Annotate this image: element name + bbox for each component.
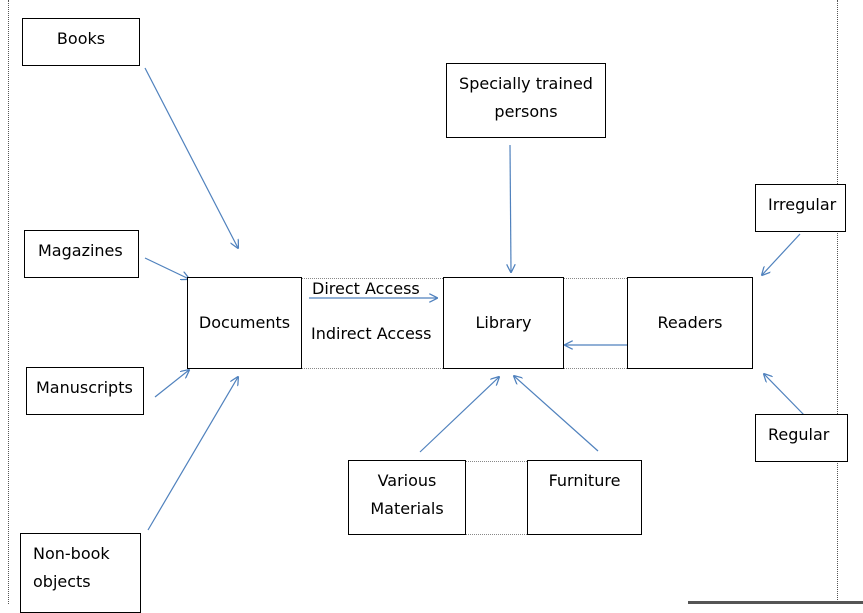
readers-label: Readers — [657, 313, 723, 332]
specially-trained-line2: persons — [494, 102, 558, 121]
connector-dotted — [563, 368, 627, 369]
connector-dotted — [301, 278, 443, 279]
page-margin-right — [837, 0, 838, 604]
arrow-magazines-documents — [144, 257, 189, 279]
magazines-label: Magazines — [38, 241, 123, 260]
connector-dotted — [465, 461, 527, 462]
nonbook-label-line1: Non-book — [33, 544, 110, 563]
arrow-nonbook-documents — [147, 377, 238, 531]
nonbook-label-line2: objects — [33, 572, 91, 591]
arrow-trained-library — [510, 144, 511, 272]
library-label: Library — [475, 313, 532, 332]
books-label: Books — [56, 29, 106, 48]
page-margin-left — [8, 0, 9, 604]
various-materials-line1: Various — [377, 471, 437, 490]
direct-access-label: Direct Access — [312, 279, 420, 298]
manuscripts-box: Manuscripts — [26, 367, 144, 415]
connector-dotted — [563, 278, 627, 279]
documents-box: Documents — [187, 277, 302, 369]
furniture-label: Furniture — [548, 471, 621, 490]
arrow-irregular-readers — [762, 233, 801, 275]
various-materials-line2: Materials — [370, 499, 444, 518]
connector-dotted — [465, 534, 527, 535]
regular-box: Regular — [755, 414, 848, 462]
irregular-box: Irregular — [755, 184, 846, 232]
specially-trained-box: Specially trained persons — [446, 63, 606, 138]
specially-trained-line1: Specially trained — [459, 74, 593, 93]
arrow-furniture-library — [514, 376, 599, 452]
connector-dotted — [301, 368, 443, 369]
nonbook-box: Non-book objects — [20, 533, 141, 613]
irregular-label: Irregular — [768, 195, 837, 214]
furniture-box: Furniture — [527, 460, 642, 535]
documents-label: Documents — [198, 313, 291, 332]
arrow-regular-readers — [764, 374, 807, 418]
books-box: Books — [22, 18, 140, 66]
scroll-edge — [688, 601, 863, 604]
readers-box: Readers — [627, 277, 753, 369]
manuscripts-label: Manuscripts — [36, 378, 133, 397]
regular-label: Regular — [768, 425, 830, 444]
library-box: Library — [443, 277, 564, 369]
various-materials-box: Various Materials — [348, 460, 466, 535]
arrow-books-documents — [144, 67, 238, 248]
arrow-manuscripts-documents — [154, 370, 189, 398]
arrow-materials-library — [419, 377, 499, 453]
magazines-box: Magazines — [24, 230, 139, 278]
indirect-access-label: Indirect Access — [311, 324, 432, 343]
